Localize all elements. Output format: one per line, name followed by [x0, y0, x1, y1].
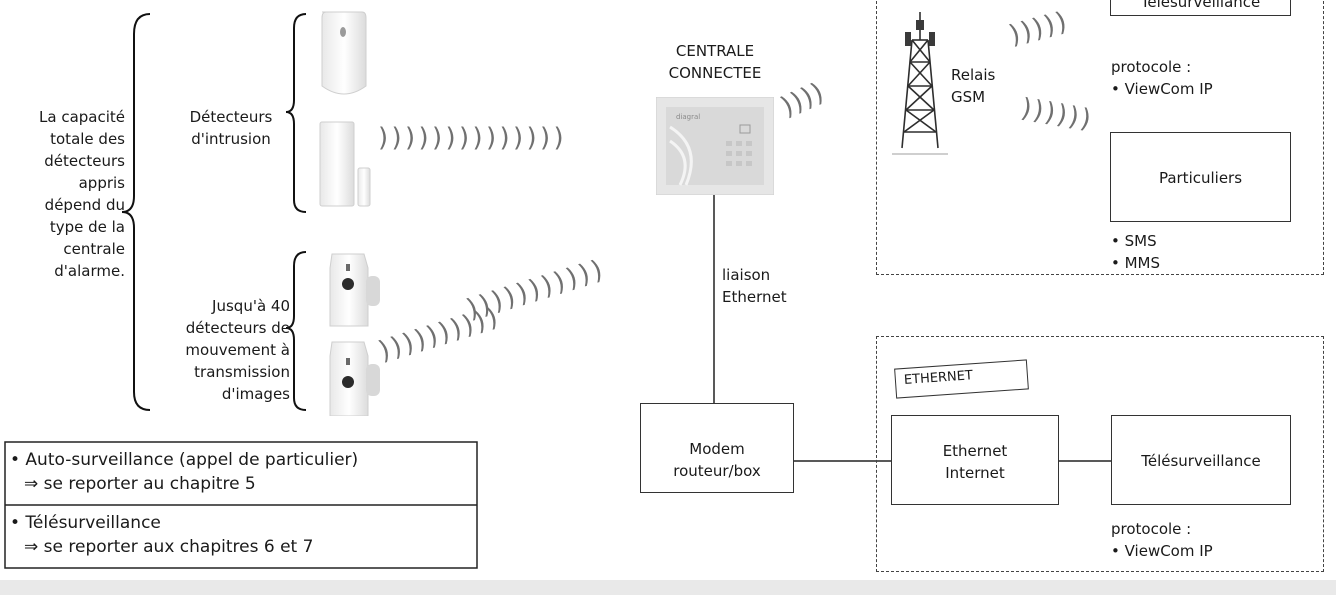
wave-arc: )	[459, 123, 469, 153]
wave-arc: )	[446, 123, 456, 153]
wave-arc: )	[473, 123, 483, 153]
intrusion-brace	[285, 13, 307, 213]
capacity-text: La capacité totale des détecteurs appris…	[0, 106, 125, 282]
internet-line: Ethernet	[942, 442, 1008, 460]
telesurveillance-note: • Télésurveillance ⇒ se reporter aux cha…	[10, 511, 313, 559]
gsm-region	[876, 0, 1324, 275]
centrale-image: diagral	[656, 97, 774, 195]
motion-line: mouvement à	[185, 341, 290, 359]
ethernet-telesurveillance-box: Télésurveillance	[1111, 415, 1291, 505]
motion-label: Jusqu'à 40 détecteurs de mouvement à tra…	[150, 295, 290, 405]
camera-detector-image-2	[329, 341, 380, 416]
capacity-line: totale des	[50, 130, 125, 148]
svg-text:diagral: diagral	[676, 113, 700, 121]
motion-brace	[285, 251, 307, 411]
capacity-line: dépend du	[44, 196, 125, 214]
capacity-line: centrale	[63, 240, 125, 258]
modem-box: Modem routeur/box	[640, 403, 794, 493]
ethernet-region	[876, 336, 1324, 572]
gsm-protocol-value: • ViewCom IP	[1111, 80, 1213, 98]
wave-arc: )	[419, 123, 429, 153]
wave-arc: )	[486, 123, 496, 153]
centrale-label: CENTRALE CONNECTEE	[660, 40, 770, 84]
motion-line: transmission	[194, 363, 290, 381]
ethernet-protocol-label: protocole :	[1111, 520, 1192, 538]
door-contact-image	[319, 121, 371, 207]
capacity-brace	[121, 13, 151, 411]
modem-line: Modem	[689, 440, 745, 458]
gsm-protocol: protocole : • ViewCom IP	[1111, 56, 1213, 100]
ethernet-tag-label: ETHERNET	[903, 368, 974, 388]
camera-detector-image-1	[329, 253, 380, 327]
gsm-tower-image	[892, 12, 948, 155]
intrusion-line: d'intrusion	[191, 130, 271, 148]
ethernet-protocol-value: • ViewCom IP	[1111, 542, 1213, 560]
intrusion-line: Détecteurs	[189, 108, 273, 126]
wave-arc: )	[378, 123, 388, 153]
auto-surveillance-title: • Auto-surveillance (appel de particulie…	[10, 450, 359, 470]
motion-waves-upper: )))))))))))	[463, 255, 606, 325]
internet-box: Ethernet Internet	[891, 415, 1059, 505]
wave-arc: )	[540, 123, 550, 153]
gsm-relay-line: GSM	[951, 88, 986, 106]
ethernet-protocol: protocole : • ViewCom IP	[1111, 518, 1213, 562]
telesurveillance-title: • Télésurveillance	[10, 513, 161, 533]
pir-detector-image	[321, 11, 367, 95]
auto-surveillance-ref: ⇒ se reporter au chapitre 5	[24, 474, 256, 494]
motion-line: Jusqu'à 40	[212, 297, 290, 315]
ethernet-link-label: liaison Ethernet	[722, 264, 787, 308]
motion-line: détecteurs de	[185, 319, 290, 337]
wave-arc: )	[392, 123, 402, 153]
capacity-line: d'alarme.	[54, 262, 125, 280]
centrale-line: CENTRALE	[675, 42, 755, 60]
gsm-relay-line: Relais	[951, 66, 996, 84]
gsm-telesurveillance-box: Télésurveillance	[1110, 0, 1291, 16]
wave-arc: )	[513, 123, 523, 153]
link-line: Ethernet	[722, 288, 787, 306]
modem-line: routeur/box	[673, 462, 761, 480]
gsm-protocol-label: protocole :	[1111, 58, 1192, 76]
gsm-relay-label: Relais GSM	[951, 64, 995, 108]
auto-surveillance-note: • Auto-surveillance (appel de particulie…	[10, 448, 358, 496]
wave-arc: )	[432, 123, 442, 153]
internet-line: Internet	[945, 464, 1005, 482]
intrusion-label: Détecteurs d'intrusion	[176, 106, 286, 150]
capacity-line: appris	[78, 174, 125, 192]
wave-arc: )	[527, 123, 537, 153]
motion-line: d'images	[221, 385, 290, 403]
capacity-line: La capacité	[39, 108, 125, 126]
centrale-waves: ))))	[777, 77, 829, 122]
ethernet-telesurveillance-label: Télésurveillance	[1141, 452, 1261, 470]
mms-item: • MMS	[1111, 254, 1161, 272]
telesurveillance-ref: ⇒ se reporter aux chapitres 6 et 7	[24, 537, 314, 557]
particuliers-box: Particuliers	[1110, 132, 1291, 222]
capacity-line: type de la	[49, 218, 125, 236]
wave-arc: )	[405, 123, 415, 153]
wave-arc: )	[500, 123, 510, 153]
particuliers-label: Particuliers	[1158, 169, 1243, 187]
link-line: liaison	[722, 266, 771, 284]
sms-item: • SMS	[1111, 232, 1157, 250]
detector-illustrations	[319, 11, 380, 416]
gsm-telesurveillance-label: Télésurveillance	[1140, 0, 1261, 11]
message-types: • SMS • MMS	[1111, 230, 1160, 274]
centrale-line: CONNECTEE	[668, 64, 762, 82]
intrusion-waves: ))))))))))))))	[378, 123, 564, 153]
capacity-line: détecteurs	[44, 152, 125, 170]
wave-arc: )	[554, 123, 564, 153]
footer-band	[0, 580, 1336, 595]
